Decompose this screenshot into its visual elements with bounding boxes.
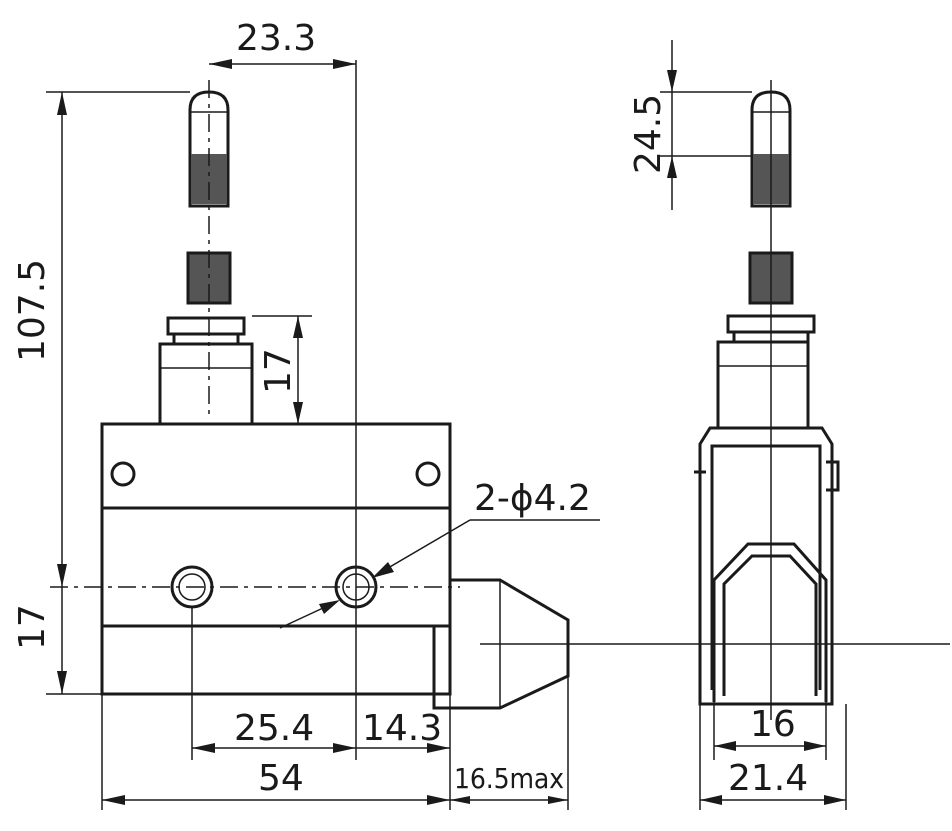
front-neck — [158, 342, 254, 426]
front-top-hole-left — [110, 461, 136, 487]
dim-hole-spacing: 25.4 — [234, 708, 314, 749]
dim-body-width: 54 — [258, 758, 304, 799]
dim-overall-height: 107.5 — [12, 259, 53, 362]
dim-bottom-height: 17 — [12, 604, 53, 650]
dim-hole-to-edge: 14.3 — [362, 708, 442, 749]
side-view — [694, 80, 840, 720]
dim-side-width: 21.4 — [728, 758, 808, 799]
side-window — [712, 542, 828, 702]
side-body — [698, 426, 834, 706]
dim-neck-height: 17 — [258, 348, 299, 394]
dim-hole-spec: 2-ϕ4.2 — [474, 478, 591, 519]
side-neck — [716, 340, 810, 430]
front-dimensions: 23.3 107.5 17 17 2-ϕ4.2 25.4 — [12, 18, 600, 810]
front-body — [100, 422, 452, 696]
front-top-hole-right — [415, 461, 441, 487]
dim-travel: 24.5 — [628, 94, 669, 174]
dim-lever-ext: 16.5max — [454, 762, 564, 795]
dim-inner-width: 16 — [750, 704, 796, 745]
side-dimensions: 24.5 16 21.4 — [628, 40, 847, 810]
front-nut — [166, 316, 246, 336]
dim-plunger-offset: 23.3 — [236, 18, 316, 59]
